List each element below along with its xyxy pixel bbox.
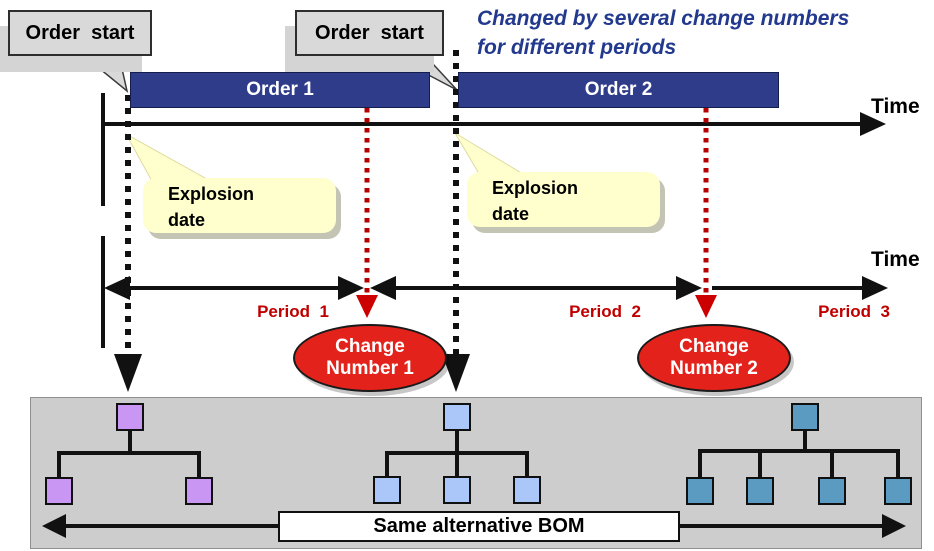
time-axis-1 [103,112,886,136]
explosion-date-callout-2: Explosion date [467,172,660,227]
bom2-child-node-2 [443,476,471,504]
period-3-label: Period 3 [818,302,890,321]
change-2-line-2: Number 2 [670,358,758,379]
same-alternative-bom-box: Same alternative BOM [278,511,680,542]
bom3-child-node-1 [686,477,714,505]
bom2-root-node [443,403,471,431]
explosion-arrow-1 [114,95,142,392]
explosion-2-line-2: date [492,204,530,224]
order-2-bar: Order 2 [458,72,779,108]
period-2-label: Period 2 [569,302,641,321]
explosion-1-line-2: date [168,210,206,230]
bom1-child-node-1 [45,477,73,505]
explosion-2-tail [454,132,530,178]
period-1-label: Period 1 [257,302,329,321]
explosion-1-line-1: Explosion [168,184,255,204]
explosion-2-line-1: Explosion [492,178,579,198]
annotation-line-1: Changed by several change numbers [477,7,850,30]
change-2-line-1: Change [679,336,749,357]
bom2-child-node-1 [373,476,401,504]
order-1-bar: Order 1 [130,72,430,108]
order-start-callout-1: Order start [8,10,152,56]
change-arrow-1 [356,108,378,318]
time-label-axis-2: Time [871,248,920,271]
change-1-line-2: Number 1 [326,358,414,379]
time-axis-2 [104,276,888,300]
bom3-child-node-2 [746,477,774,505]
change-number-2-ellipse: Change Number 2 [637,324,791,392]
order-start-callout-2: Order start [295,10,444,56]
explosion-1-tail [124,132,216,184]
change-arrow-2 [695,108,717,318]
order-start-1-tail [75,50,129,93]
bom2-child-node-3 [513,476,541,504]
bom1-child-node-2 [185,477,213,505]
change-1-line-1: Change [335,336,405,357]
annotation-heading: Changed by several change numbers for di… [477,4,933,62]
change-number-1-ellipse: Change Number 1 [293,324,447,392]
bom3-child-node-3 [818,477,846,505]
bom3-root-node [791,403,819,431]
time-label-axis-1: Time [871,95,920,118]
explosion-date-callout-1: Explosion date [143,178,336,233]
bom1-root-node [116,403,144,431]
bom3-child-node-4 [884,477,912,505]
annotation-line-2: for different periods [477,36,677,59]
